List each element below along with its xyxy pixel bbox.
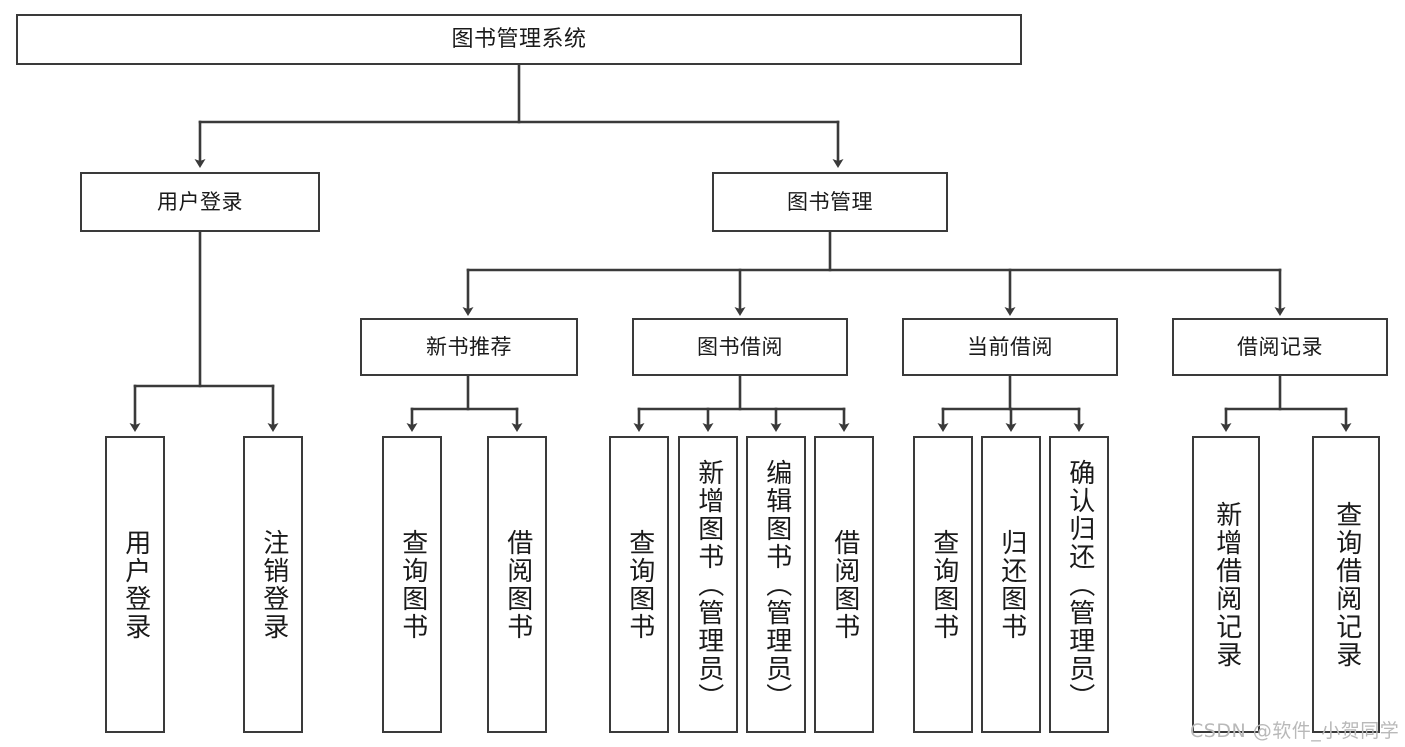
leaf-query-book-1-label: 查询图书 bbox=[397, 528, 428, 641]
node-root-system-label: 图书管理系统 bbox=[451, 26, 587, 52]
node-book-borrow[interactable]: 图书借阅 bbox=[632, 318, 848, 376]
leaf-borrow-book-1[interactable]: 借阅图书 bbox=[487, 436, 547, 733]
leaf-query-book-1[interactable]: 查询图书 bbox=[382, 436, 442, 733]
node-user-login[interactable]: 用户登录 bbox=[80, 172, 320, 232]
node-book-manage-label: 图书管理 bbox=[787, 189, 873, 214]
leaf-borrow-book-2-label: 借阅图书 bbox=[829, 528, 860, 641]
leaf-query-book-3[interactable]: 查询图书 bbox=[913, 436, 973, 733]
node-new-book-recommend-label: 新书推荐 bbox=[426, 334, 512, 359]
leaf-return-book[interactable]: 归还图书 bbox=[981, 436, 1041, 733]
leaf-query-book-3-label: 查询图书 bbox=[928, 528, 959, 641]
leaf-add-borrow-record-label: 新增借阅记录 bbox=[1211, 500, 1242, 669]
node-root-system[interactable]: 图书管理系统 bbox=[16, 14, 1022, 65]
node-current-borrow-label: 当前借阅 bbox=[967, 334, 1053, 359]
node-borrow-record[interactable]: 借阅记录 bbox=[1172, 318, 1388, 376]
leaf-add-borrow-record[interactable]: 新增借阅记录 bbox=[1192, 436, 1260, 733]
leaf-user-login-label: 用户登录 bbox=[120, 528, 151, 641]
node-current-borrow[interactable]: 当前借阅 bbox=[902, 318, 1118, 376]
leaf-borrow-book-2[interactable]: 借阅图书 bbox=[814, 436, 874, 733]
leaf-add-book-label: 新增图书（管理员） bbox=[693, 458, 724, 711]
node-borrow-record-label: 借阅记录 bbox=[1237, 334, 1323, 359]
leaf-confirm-return-label: 确认归还（管理员） bbox=[1064, 458, 1095, 711]
leaf-query-borrow-record[interactable]: 查询借阅记录 bbox=[1312, 436, 1380, 733]
leaf-query-book-2[interactable]: 查询图书 bbox=[609, 436, 669, 733]
leaf-return-book-label: 归还图书 bbox=[996, 528, 1027, 641]
leaf-user-login[interactable]: 用户登录 bbox=[105, 436, 165, 733]
node-book-manage[interactable]: 图书管理 bbox=[712, 172, 948, 232]
leaf-edit-book[interactable]: 编辑图书（管理员） bbox=[746, 436, 806, 733]
node-book-borrow-label: 图书借阅 bbox=[697, 334, 783, 359]
csdn-watermark: CSDN @软件_小贺同学 bbox=[1190, 720, 1400, 742]
leaf-query-book-2-label: 查询图书 bbox=[624, 528, 655, 641]
node-new-book-recommend[interactable]: 新书推荐 bbox=[360, 318, 578, 376]
leaf-query-borrow-record-label: 查询借阅记录 bbox=[1331, 500, 1362, 669]
leaf-logout-label: 注销登录 bbox=[258, 528, 289, 641]
leaf-edit-book-label: 编辑图书（管理员） bbox=[761, 458, 792, 711]
leaf-logout[interactable]: 注销登录 bbox=[243, 436, 303, 733]
node-user-login-label: 用户登录 bbox=[157, 189, 243, 214]
leaf-confirm-return[interactable]: 确认归还（管理员） bbox=[1049, 436, 1109, 733]
leaf-borrow-book-1-label: 借阅图书 bbox=[502, 528, 533, 641]
leaf-add-book[interactable]: 新增图书（管理员） bbox=[678, 436, 738, 733]
